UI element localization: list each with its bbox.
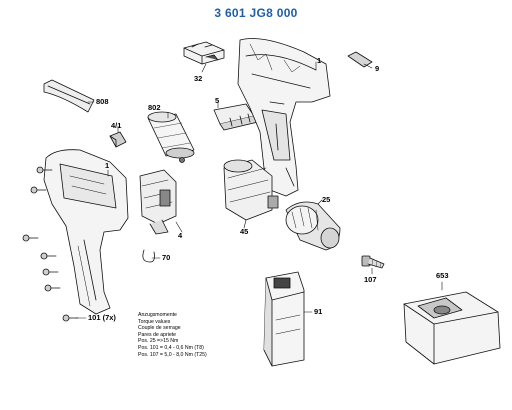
torque-heading-en: Torque values: [138, 318, 171, 325]
callout-808: 808: [96, 97, 109, 106]
part-802-motor: [147, 111, 195, 163]
part-9-label: [347, 51, 373, 68]
part-4-1-bracket: [109, 131, 127, 148]
part-107-chuck-screw: [361, 255, 385, 269]
part-5-contact-block: [213, 103, 259, 131]
part-101-screws: [22, 166, 79, 322]
part-808-nameplate: [43, 79, 95, 113]
part-4-switch: [139, 169, 177, 235]
callout-9: 9: [375, 64, 380, 73]
callout-4: 4: [178, 231, 183, 240]
callout-653: 653: [436, 271, 449, 280]
torque-pos-25: Pos. 25 =>15 Nm: [138, 338, 179, 345]
part-45-gearbox: [223, 159, 279, 221]
callout-45: 45: [240, 227, 249, 236]
torque-pos-107: Pos. 107 = 5,0 - 8,0 Nm (T25): [138, 351, 207, 358]
torque-heading-fr: Couple de serrage: [138, 325, 181, 332]
callout-5: 5: [215, 96, 220, 105]
part-1-housing-left: [43, 149, 129, 315]
callout-802: 802: [148, 103, 161, 112]
torque-pos-101: Pos. 101 = 0,4 - 0,6 Nm (T8): [138, 344, 204, 351]
part-653-charger: [403, 291, 501, 365]
part-number-title: 3 601 JG8 000: [214, 6, 298, 20]
part-91-battery: [263, 271, 305, 367]
part-25-chuck: [285, 201, 341, 251]
callout-70: 70: [162, 253, 171, 262]
callout-1-left: 1: [105, 161, 110, 170]
torque-values-note: Anzugsmomente Torque values Couple de se…: [138, 312, 207, 358]
part-70-clip: [142, 249, 155, 263]
callout-25: 25: [322, 195, 331, 204]
part-1-housing-right: [237, 38, 331, 197]
callout-32: 32: [194, 74, 203, 83]
part-32-switch-slider: [183, 41, 225, 65]
callout-101: 101 (7x): [88, 313, 116, 322]
torque-heading-es: Pares de apriete: [138, 331, 177, 338]
callout-4-1: 4/1: [111, 121, 122, 130]
callout-1-top: 1: [317, 56, 322, 65]
leader-lines: [75, 61, 443, 319]
callout-91: 91: [314, 307, 323, 316]
torque-heading-de: Anzugsmomente: [138, 312, 177, 318]
callout-107: 107: [364, 275, 377, 284]
